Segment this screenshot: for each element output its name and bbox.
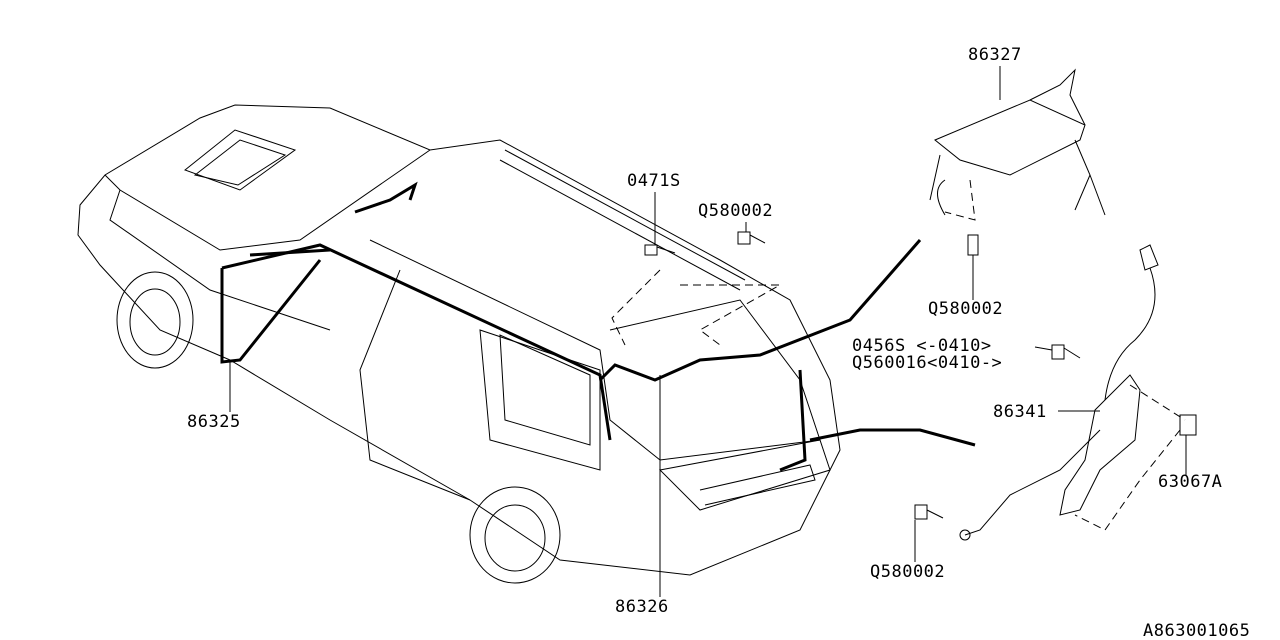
diagram-id: A863001065 — [1143, 621, 1251, 640]
dashed-guides — [611, 179, 1186, 531]
car-illustration — [77, 104, 841, 584]
part-label-0471s: 0471S — [627, 171, 681, 191]
part-label-q580002-bottom: Q580002 — [870, 562, 946, 582]
bracket-86341 — [959, 244, 1197, 541]
harness-wires — [220, 181, 976, 472]
part-label-q560016: Q560016<0410-> — [852, 353, 1003, 373]
bolts — [644, 231, 1081, 520]
part-label-86326: 86326 — [615, 597, 669, 617]
part-label-86341: 86341 — [993, 402, 1047, 422]
part-label-q580002-mid: Q580002 — [928, 299, 1004, 319]
part-label-q580002-top: Q580002 — [698, 201, 774, 221]
part-label-0456s: 0456S <-0410> — [852, 336, 992, 356]
antenna-amplifier-86327 — [929, 68, 1106, 216]
leader-lines — [229, 66, 1187, 597]
part-label-86327: 86327 — [968, 45, 1022, 65]
part-label-63067a: 63067A — [1158, 472, 1223, 492]
part-label-86325: 86325 — [187, 412, 241, 432]
